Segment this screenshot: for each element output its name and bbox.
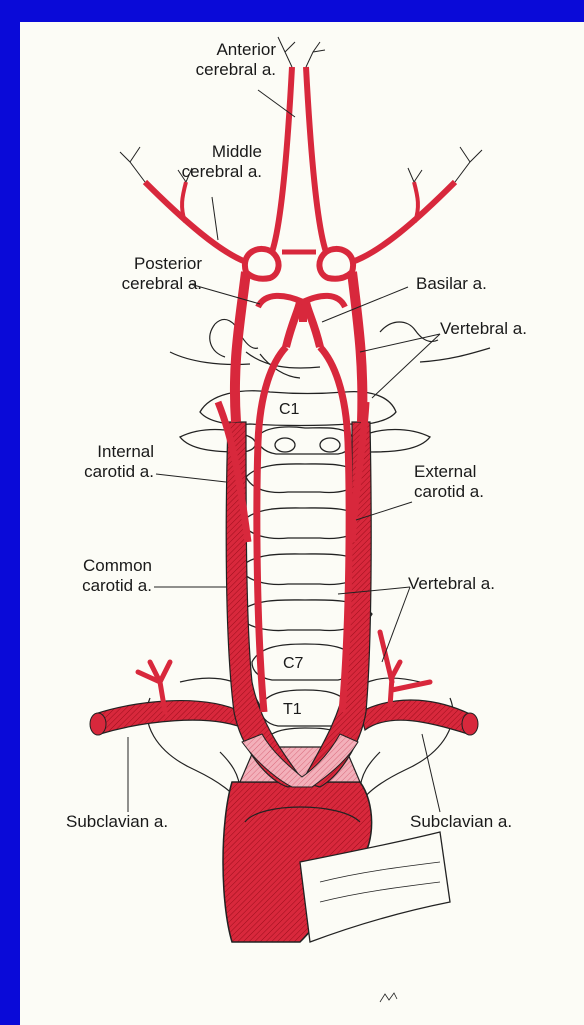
label-external-carotid: External carotid a. [414,462,484,502]
label-middle-cerebral: Middle cerebral a. [132,142,262,182]
aortic-arch [223,747,450,942]
label-c1: C1 [279,401,300,418]
label-vertebral-bottom: Vertebral a. [408,574,495,594]
artist-signature [380,993,397,1002]
label-subclavian-left: Subclavian a. [66,812,168,832]
label-anterior-cerebral: Anterior cerebral a. [146,40,276,80]
label-basilar: Basilar a. [416,274,487,294]
vertebra-c2 [258,427,353,454]
label-posterior-cerebral: Posterior cerebral a. [72,254,202,294]
label-c7: C7 [283,655,304,672]
left-subclavian [95,701,248,734]
label-subclavian-right: Subclavian a. [410,812,512,832]
label-internal-carotid: Internal carotid a. [20,442,154,482]
label-vertebral-top: Vertebral a. [440,319,527,339]
label-common-carotid: Common carotid a. [20,556,152,596]
right-subclavian [360,700,470,734]
label-t1: T1 [283,701,302,718]
illustration-panel: C1 C7 T1 Anterior cerebral a. Middle cer… [20,22,584,1025]
arterial-supply-diagram: C1 C7 T1 [20,22,584,1025]
